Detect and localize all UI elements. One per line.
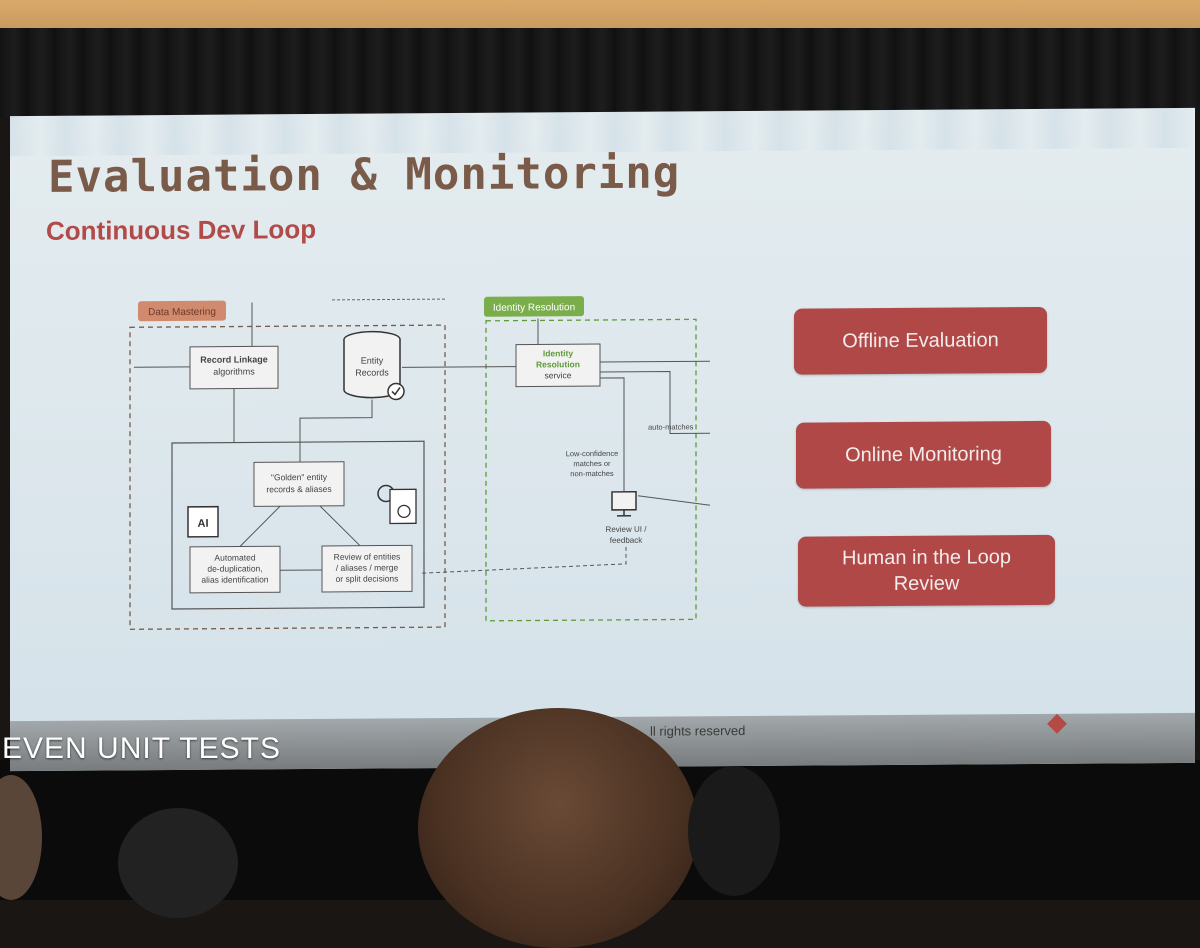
low-confidence-line3: non-matches [570,469,614,478]
audience-head-right [688,766,780,896]
live-caption: EVEN UNIT TESTS [2,732,281,766]
offline-evaluation-label: Offline Evaluation [842,327,998,354]
golden-to-review [320,506,360,546]
ai-chip-label: AI [198,518,209,530]
low-confidence-line2: matches or [573,459,611,468]
entity-records-line1: Entity [361,356,384,366]
check-icon [388,383,404,399]
automated-line3: alias identification [201,574,268,584]
golden-line2: records & aliases [266,484,331,494]
human-loop-line1: Human in the Loop [842,544,1011,571]
ceiling [0,0,1200,30]
automated-line2: de-duplication, [207,563,262,573]
human-in-the-loop-button: Human in the Loop Review [798,535,1055,607]
slide-subtitle: Continuous Dev Loop [46,214,316,247]
entity-records-line2: Records [355,367,389,377]
low-confidence-line1: Low-confidence [566,449,619,458]
data-mastering-label: Data Mastering [148,307,216,318]
record-linkage-line1: Record Linkage [200,354,268,364]
monitor-icon [612,492,636,510]
golden-to-entity [300,400,372,463]
architecture-diagram: Data Mastering Identity Resolution Recor… [120,291,720,635]
slide-title: Evaluation & Monitoring [48,147,680,202]
automated-line1: Automated [214,552,255,562]
human-loop-line2: Review [894,571,960,597]
auto-matches-label: auto-matches [648,422,694,431]
stage-drape [0,28,1200,118]
record-linkage-line2: algorithms [213,366,255,376]
golden-to-automated [240,506,280,546]
review-ui-line1: Review UI / [606,525,648,534]
projection-screen: Evaluation & Monitoring Continuous Dev L… [10,108,1195,771]
dash-mark [332,299,445,300]
online-monitoring-label: Online Monitoring [845,441,1002,468]
online-monitoring-button: Online Monitoring [796,421,1051,489]
offline-evaluation-button: Offline Evaluation [794,307,1047,375]
review-ui-line2: feedback [610,536,643,545]
feedback-path [420,547,626,573]
audience-head-center [418,708,698,948]
review-entities-line1: Review of entities [334,551,401,561]
identity-resolution-label: Identity Resolution [493,302,575,314]
audience-head-left [118,808,238,918]
identity-service-line1: Identity [543,348,573,358]
footer-rights: ll rights reserved [650,723,745,739]
arrow-service-to-entity [402,367,516,368]
review-entities-line2: / aliases / merge [336,562,399,572]
review-entities-line3: or split decisions [336,573,399,583]
golden-line1: "Golden" entity [271,472,328,482]
identity-service-line2: Resolution [536,359,580,369]
identity-service-line3: service [545,370,572,380]
